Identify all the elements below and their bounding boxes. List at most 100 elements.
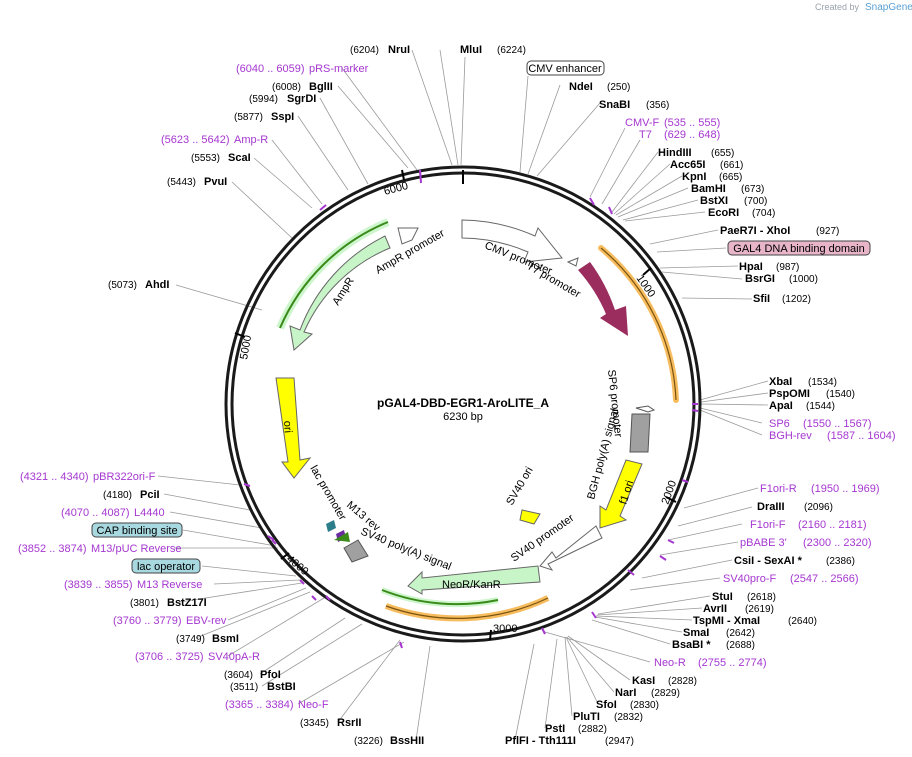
site-pos: (6008) [272,82,301,93]
site-name: ScaI [228,152,251,164]
primer-range: (4321 .. 4340) [20,471,89,483]
plasmid-size: 6230 bp [443,411,483,423]
site-name: AhdI [145,279,169,291]
site-pos: (5994) [249,94,278,105]
site-pos: (3749) [176,634,205,645]
site-pos: (3801) [130,598,159,609]
site-pos: (665) [719,172,742,183]
site-pos: (673) [741,184,764,195]
primer-name: BGH-rev [769,430,812,442]
site-pos: (2829) [651,688,680,699]
plasmid-title: pGAL4-DBD-EGR1-AroLITE_A [377,396,549,410]
label-sv40-promoter: SV40 promoter [509,512,577,564]
primer-marks [243,169,699,649]
site-pos: (987) [776,262,799,273]
site-pos: (2832) [614,712,643,723]
primer-name: SP6 [769,418,790,430]
site-name: PaeR7I - XhoI [720,225,790,237]
primer-range: (535 .. 555) [664,117,720,129]
site-pos: (356) [646,100,669,111]
primer-range: (3839 .. 3855) [64,579,133,591]
lac-promoter-arrow [334,532,350,542]
site-pos: (1534) [808,377,837,388]
ampr-arrow [289,235,391,351]
primer-range: (629 .. 648) [664,129,720,141]
neo-orange-arc-line [385,597,549,619]
site-name: HindIII [658,147,692,159]
t7-promoter-arrow [566,257,579,267]
site-name: SmaI [683,627,709,639]
primer-name: F1ori-F [750,519,786,531]
label-lac-promoter: lac promoter [307,464,348,523]
site-pos: (2828) [668,676,697,687]
primer-range: (4070 .. 4087) [61,507,130,519]
primer-range: (1550 .. 1567) [803,418,872,430]
primer-name: L4440 [134,507,165,519]
site-name: RsrII [337,717,361,729]
primer-name: T7 [639,129,652,141]
site-pos: (2640) [788,616,817,627]
primer-range: (2755 .. 2774) [698,657,767,669]
site-pos: (2688) [726,640,755,651]
site-name: BglII [309,81,333,93]
restriction-sites: (6204) NruI MluI (6224) NdeI (250) SnaBI… [103,44,855,747]
site-name: BstZ17I [167,597,207,609]
gal4-orange-arc-line [600,247,677,401]
primer-name: EBV-rev [186,615,227,627]
primer-range: (3706 .. 3725) [135,651,204,663]
site-pos: (704) [752,208,775,219]
cap-binding-mark [326,520,336,532]
primer-range: (3760 .. 3779) [113,615,182,627]
primer-name: CMV-F [625,117,660,129]
site-name: SfiI [753,293,770,305]
primer-range: (2547 .. 2566) [790,573,859,585]
site-name: PflFI - Tth111I [505,735,576,747]
site-pos: (4180) [103,490,132,501]
site-pos: (5443) [167,177,196,188]
cap-box [91,522,183,538]
primer-name: pBABE 3' [740,537,787,549]
site-name: BstBI [267,681,296,693]
lac-operator-label: lac operator [137,561,195,573]
site-pos: (5877) [234,112,263,123]
site-pos: (3604) [224,670,253,681]
site-name: BstXI [700,195,728,207]
gal4-label: GAL4 DNA binding domain [733,243,864,255]
label-ori: ori [281,420,294,433]
ampr-promoter-arrow [397,227,419,245]
credit-prefix: Created by [815,2,860,12]
site-pos: (661) [720,160,743,171]
site-pos: (1000) [789,274,818,285]
bgh-polya-block [629,413,651,453]
cap-label: CAP binding site [96,525,177,537]
credit-brand: SnapGene [865,2,912,13]
site-name: SspI [271,111,294,123]
gal4-dbd-arrow [578,262,628,336]
primer-range: (1950 .. 1969) [811,483,880,495]
site-name: BsmI [212,633,239,645]
site-pos: (1540) [826,389,855,400]
sp6-promoter-arrow [635,405,656,413]
primer-name: pBR322ori-F [93,471,156,483]
primer-name: M13/pUC Reverse [91,543,181,555]
ori-arrow [275,377,312,479]
site-pos: (2830) [630,700,659,711]
primer-name: Neo-R [654,657,686,669]
gal4-box [727,240,871,256]
primer-range: (5623 .. 5642) [161,134,230,146]
site-name: StuI [712,591,733,603]
site-name: TspMI - XmaI [693,615,760,627]
site-pos: (655) [711,148,734,159]
site-name: MluI [460,44,482,56]
site-pos: (700) [744,196,767,207]
site-pos: (2096) [804,502,833,513]
site-pos: (2386) [826,556,855,567]
lac-operator-box [131,558,201,574]
site-name: PciI [140,489,160,501]
site-name: SnaBI [599,99,630,111]
primer-name: M13 Reverse [137,579,202,591]
backbone-outer [224,165,702,643]
site-name: EcoRI [708,207,739,219]
primer-name: SV40pro-F [723,573,776,585]
site-name: SgrDI [287,93,316,105]
